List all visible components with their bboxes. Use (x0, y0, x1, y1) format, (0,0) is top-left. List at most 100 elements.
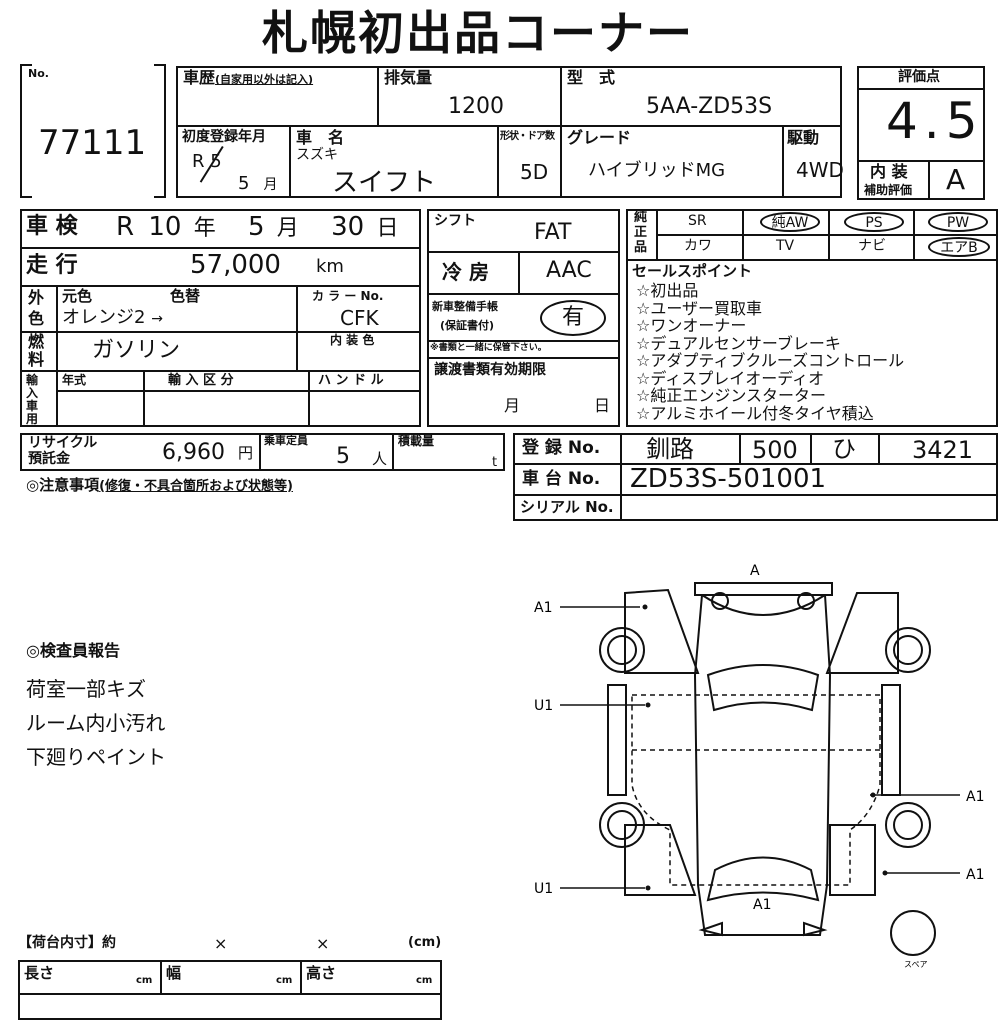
sales-point: ☆デュアルセンサーブレーキ (636, 333, 841, 353)
warranty-label-2: (保証書付) (440, 319, 495, 332)
cargo-times-2: × (316, 934, 330, 953)
label-right-back: A1 (966, 867, 984, 883)
first-reg-era: R 5 (192, 151, 222, 172)
page-title: 札幌初出品コーナー (262, 6, 694, 60)
lot-number: 77111 (38, 123, 147, 163)
equip-airbag: エアB (928, 237, 990, 257)
sales-point: ☆初出品 (636, 281, 699, 300)
recycle-value: 6,960 (162, 440, 225, 465)
registration-label: 登 録 No. (522, 438, 601, 458)
chassis-label: 車 台 No. (522, 469, 601, 489)
equip-navi: ナビ (858, 238, 886, 254)
registration-number: 3421 (912, 436, 974, 464)
recycle-unit: 円 (238, 444, 254, 462)
handle-label: ハ ン ド ル (318, 373, 384, 388)
car-damage-diagram: A A1 U1 A1 A1 U1 A1 スペア (534, 563, 984, 969)
equipment-side-label: 純正品 (634, 210, 648, 255)
grade-label: グレード (567, 128, 632, 147)
lot-label: No. (28, 67, 49, 80)
cargo-width-unit: cm (276, 975, 293, 986)
sales-point: ☆アダプティブクルーズコントロール (636, 351, 905, 370)
interior-color-label: 内 装 色 (330, 333, 375, 347)
cargo-length-label: 長さ (24, 964, 55, 982)
options-block (427, 209, 620, 427)
history-label: 車歴(自家用以外は記入) (183, 68, 314, 87)
cargo-length-unit: cm (136, 975, 153, 986)
displacement-label: 排気量 (384, 68, 433, 87)
inspection-date: R 10 年 5 月 30 日 (116, 212, 399, 242)
recycle-label: リサイクル (28, 435, 98, 451)
score-label: 評価点 (898, 69, 940, 85)
inspector-lines: 荷室一部キズ ルーム内小汚れ 下廻りペイント (26, 672, 166, 774)
interior-score-value: A (946, 163, 966, 196)
ac-label: 冷 房 (442, 260, 489, 284)
cargo-unit: (cm) (408, 935, 442, 950)
capacity-label: 乗車定員 (264, 434, 308, 447)
label-rear: A1 (753, 897, 771, 913)
mileage-unit: km (316, 256, 344, 277)
label-front-left: A1 (534, 600, 552, 616)
transfer-day: 日 (594, 396, 611, 415)
label-left-door: U1 (534, 698, 553, 714)
color-side-label-2: 色 (28, 309, 45, 328)
sales-points-list: ☆初出品 ☆ユーザー買取車 ☆ワンオーナー ☆デュアルセンサーブレーキ ☆アダプ… (636, 282, 904, 422)
interior-score-label-2: 補助評価 (864, 183, 913, 197)
equip-pw: PW (928, 212, 988, 232)
drive-label: 駆動 (787, 128, 820, 147)
label-right-rear: A1 (966, 789, 984, 805)
model-value: 5AA-ZD53S (646, 94, 773, 119)
equipment-block (626, 209, 998, 427)
grade-value: ハイブリッドMG (588, 160, 726, 181)
capacity-unit: 人 (372, 450, 388, 468)
inspector-line: ルーム内小汚れ (26, 711, 166, 735)
score-box (857, 66, 985, 200)
lot-box: No. 77111 (20, 64, 166, 198)
sales-point: ☆アルミホイール付冬タイヤ積込 (636, 403, 874, 423)
chassis-value: ZD53S-501001 (630, 464, 827, 494)
transfer-label: 譲渡書類有効期限 (434, 362, 546, 378)
registration-region: 釧路 (646, 435, 694, 463)
warranty-note: ※書類と一緒に保管下さい。 (430, 343, 547, 353)
registration-kana: ひ (832, 435, 856, 463)
sales-point: ☆ディスプレイオーディオ (636, 368, 825, 388)
score-value: 4.5 (886, 92, 984, 150)
transfer-month: 月 (504, 396, 521, 415)
equip-leather: カワ (684, 238, 712, 254)
fuel-value: ガソリン (92, 338, 181, 363)
cargo-label: 【荷台内寸】約 (18, 935, 116, 951)
serial-label: シリアル No. (520, 498, 614, 516)
color-code-label: カ ラ ー No. (312, 289, 384, 303)
equip-alloy-wheel: 純AW (760, 212, 820, 232)
doors-value: 5D (520, 160, 549, 184)
car-name: スイフト (332, 168, 437, 198)
sales-point: ☆ユーザー買取車 (636, 298, 763, 318)
recycle-label-2: 預託金 (28, 451, 70, 467)
orig-color-value: オレンジ2 → (62, 307, 163, 328)
registration-class: 500 (752, 436, 798, 464)
shift-value: FAT (534, 220, 572, 245)
warranty-label: 新車整備手帳 (432, 300, 498, 313)
car-name-label: 車 名 (296, 128, 345, 147)
registration-block (513, 433, 998, 521)
cargo-width-label: 幅 (166, 964, 182, 982)
shift-label: シフト (434, 213, 476, 229)
cargo-table (18, 960, 442, 1020)
cargo-height-unit: cm (416, 975, 433, 986)
equip-ps: PS (844, 212, 904, 232)
mileage-value: 57,000 (190, 250, 281, 280)
cargo-times-1: × (214, 934, 228, 953)
doors-label: 形状・ドア数 (500, 131, 555, 142)
change-color-label: 色替 (170, 287, 201, 305)
warranty-value: 有 (540, 300, 606, 336)
recycle-block (20, 433, 505, 471)
import-class-label: 輸 入 区 分 (168, 373, 234, 388)
ac-value: AAC (546, 258, 592, 283)
cargo-height-label: 高さ (306, 964, 337, 982)
header-block (176, 66, 842, 198)
interior-score-label: 内 装 (870, 162, 908, 181)
caution-label: ◎注意事項(修復・不具合箇所および状態等) (26, 476, 293, 494)
vehicle-info-block (20, 209, 421, 427)
drive-value: 4WD (796, 158, 844, 182)
orig-color-label: 元色 (62, 287, 93, 305)
